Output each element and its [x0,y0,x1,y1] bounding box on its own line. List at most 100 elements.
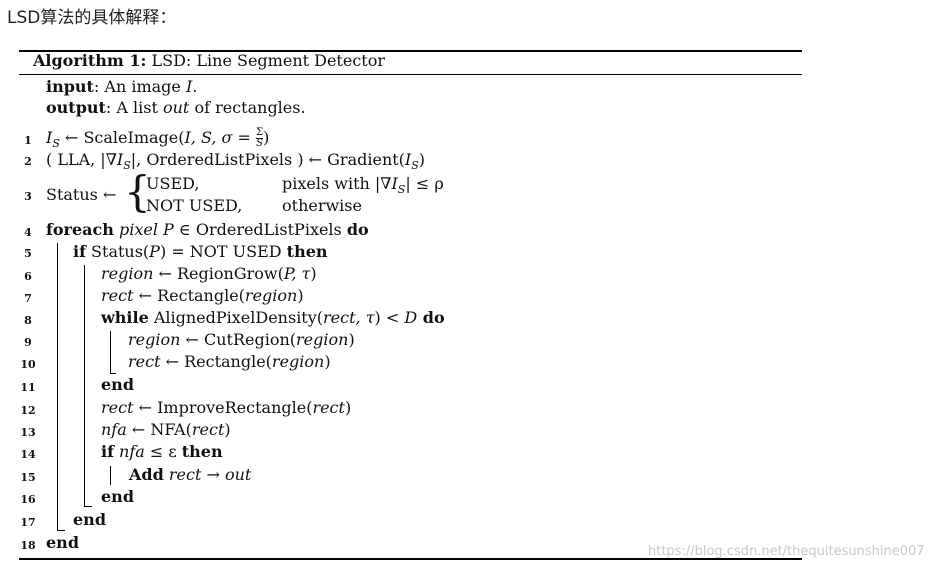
input-var: I [185,77,193,96]
line-number-9: 9 [24,336,32,349]
step-14: if nfa ≤ ε then [101,442,223,461]
while-block-bar [110,331,111,373]
step-5-var: P [149,242,160,261]
line-number-14: 14 [20,448,36,461]
step-7-arg: region [244,286,298,305]
step-5-text: Status( [85,242,150,261]
step-12-arg: rect [312,398,345,417]
step-10-var: rect [128,352,161,371]
step-2-text: ( LLA, |∇ [46,150,117,169]
step-3-cond1: pixels with |∇IS| ≤ ρ [282,174,444,196]
input-line: input: An image I. [46,77,197,96]
step-13-close: ) [224,420,231,439]
line-number-6: 6 [24,270,32,283]
step-1-op: ← ScaleImage( [59,128,185,147]
step-1-frac-den: S [256,138,264,149]
step-2-var2: I [404,150,412,169]
step-13-arg: rect [191,420,225,439]
step-15: Add rect → out [129,465,251,484]
step-4-text: ∈ OrderedListPixels [178,220,347,239]
line-number-1: 1 [24,134,32,147]
step-14-var: nfa [113,442,150,461]
if-keyword: if [73,242,86,261]
line-number-4: 4 [24,226,32,239]
if-block-bar [84,265,85,506]
step-7-close: ) [297,286,304,305]
if-block-foot [84,506,92,507]
line-number-16: 16 [20,493,36,506]
step-7: rect ← Rectangle(region) [101,286,304,305]
step-3-cond1-sub: S [397,183,406,197]
step-18-end-keyword: end [46,533,79,552]
step-2-sub2: S [411,159,419,173]
step-8-var: D [404,308,418,327]
add-keyword: Add [129,465,164,484]
step-6-text: ← RegionGrow( [153,264,284,283]
step-1-args: I, S, σ = [184,128,257,147]
foreach-block-bar [57,243,58,531]
step-5-text2: ) = NOT USED [159,242,287,261]
step-2-var: I [116,150,124,169]
step-8-args: rect, τ [323,308,375,327]
step-2-mid: |, OrderedListPixels ) ← Gradient( [130,150,405,169]
algorithm-title-text: LSD: Line Segment Detector [146,51,386,70]
left-brace-icon: { [124,167,151,216]
foreach-block-foot [57,530,65,531]
step-10-arg: region [271,352,325,371]
step-9-var: region [128,330,181,349]
step-12-text: ← ImproveRectangle( [133,398,313,417]
step-6: region ← RegionGrow(P, τ) [101,264,317,283]
step-14-text: ≤ ε [149,442,182,461]
line-number-18: 18 [20,539,36,552]
step-4-var: pixel P [113,220,179,239]
step-12: rect ← ImproveRectangle(rect) [101,398,351,417]
do-keyword: do [346,220,369,239]
step-1-lhs-sub: S [52,137,60,151]
step-3-case1: USED, [146,174,200,193]
output-var: out [162,98,190,117]
step-12-var: rect [101,398,134,417]
step-7-var: rect [101,286,134,305]
step-15-var: rect [163,465,207,484]
step-10-text: ← Rectangle( [160,352,272,371]
step-10-close: ) [324,352,331,371]
step-16-end-keyword: end [101,487,134,506]
line-number-15: 15 [20,471,36,484]
step-7-text: ← Rectangle( [133,286,245,305]
step-8-text: AlignedPixelDensity( [148,308,324,327]
step-3-cond2: otherwise [282,196,362,215]
line-number-5: 5 [24,247,32,260]
step-10: rect ← Rectangle(region) [128,352,331,371]
step-4: foreach pixel P ∈ OrderedListPixels do [46,220,369,239]
page-heading: LSD算法的具体解释： [7,8,177,28]
step-6-var: region [101,264,154,283]
line-number-10: 10 [20,358,36,371]
foreach-keyword: foreach [46,220,114,239]
output-keyword: output [46,98,106,117]
step-1-frac-num: Σ [256,127,264,139]
step-9-arg: region [296,330,349,349]
top-rule [19,50,802,52]
step-9: region ← CutRegion(region) [128,330,355,349]
input-keyword: input [46,77,94,96]
if-nfa-block-bar [110,466,111,485]
step-13-text: ← NFA( [126,420,192,439]
line-number-7: 7 [24,292,32,305]
line-number-2: 2 [24,155,32,168]
line-number-11: 11 [20,381,36,394]
output-end: of rectangles. [189,98,306,117]
line-number-12: 12 [20,404,36,417]
algorithm-title: Algorithm 1: LSD: Line Segment Detector [33,51,385,70]
while-block-foot [110,373,116,374]
step-3-case2: NOT USED, [146,196,243,215]
step-13-var: nfa [101,420,127,439]
step-15-var2: out [224,465,252,484]
input-text: : An image [93,77,186,96]
if-nfa-then-keyword: then [181,442,223,461]
output-line: output: A list out of rectangles. [46,98,306,117]
step-9-close: ) [348,330,355,349]
step-17-end-keyword: end [73,510,106,529]
line-number-3: 3 [24,190,32,203]
